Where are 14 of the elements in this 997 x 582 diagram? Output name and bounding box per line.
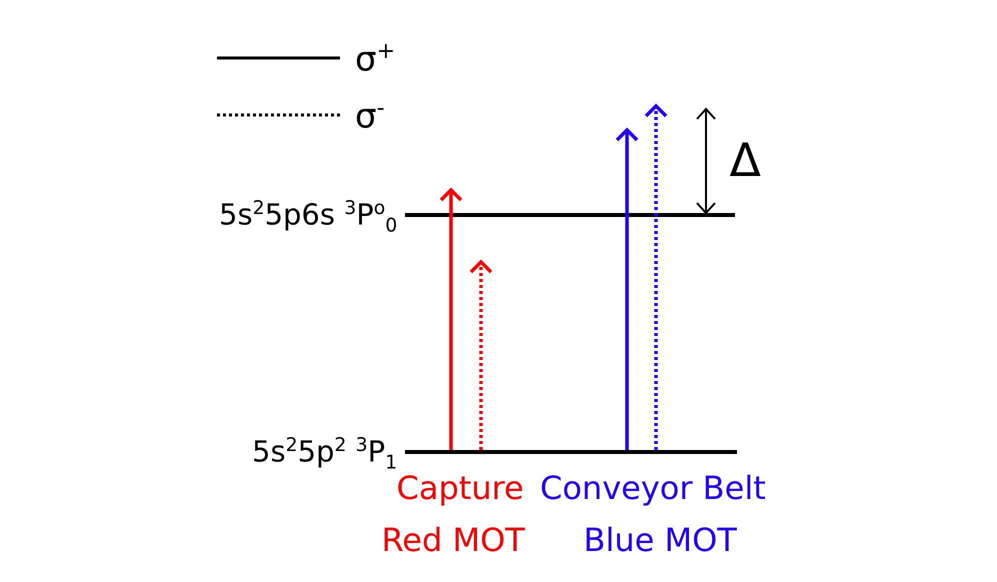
transition-arrow [469, 260, 493, 450]
beam-label: Capture [396, 472, 524, 504]
transition-arrow [615, 128, 639, 450]
level-label: 5s$^{2}$5p$^{2}$ $^{3}$P$_{1}$ [252, 437, 398, 474]
beam-label: Conveyor Belt [540, 472, 766, 504]
energy-level-line [405, 450, 737, 454]
beam-label: Red MOT [382, 524, 525, 556]
legend-label: σ$^{-}$ [355, 97, 385, 134]
beam-label: Blue MOT [584, 524, 737, 556]
transition-arrow [439, 188, 463, 450]
delta-symbol: Δ [730, 137, 761, 183]
transition-arrow [644, 104, 668, 450]
energy-level-line [405, 213, 735, 217]
legend-label: σ$^{+}$ [355, 40, 396, 76]
